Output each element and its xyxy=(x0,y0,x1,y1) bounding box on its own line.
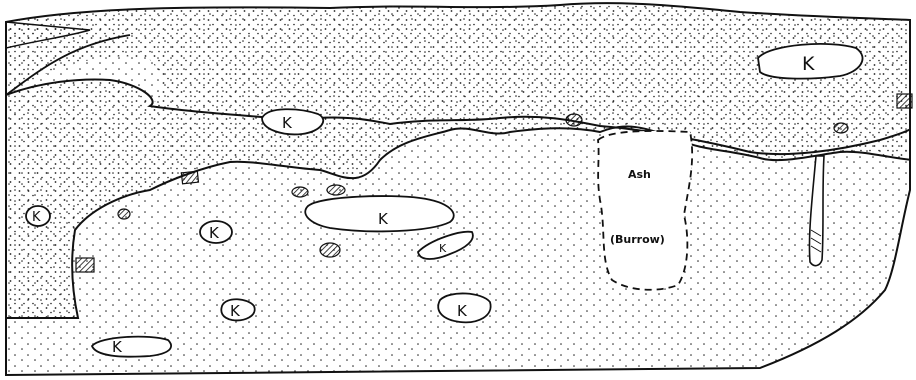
root-channel xyxy=(808,155,825,267)
aggregate-1 xyxy=(180,170,200,185)
top-left-boundary xyxy=(6,34,131,96)
aggregate-5 xyxy=(319,242,341,258)
aggregate-3 xyxy=(291,186,309,198)
k-label-4: K xyxy=(209,224,220,242)
top-left-wedge xyxy=(6,21,91,49)
k-label-9: K xyxy=(112,338,123,356)
aggregate-2 xyxy=(117,208,131,220)
aggregate-4 xyxy=(326,184,346,196)
upper-horizon xyxy=(6,3,910,155)
burrow-label: (Burrow) xyxy=(610,233,665,246)
k-label-3: K xyxy=(378,210,389,228)
k-nodule-4: K xyxy=(199,220,233,244)
k-nodule-7: K xyxy=(220,298,256,322)
k-nodule-9: K xyxy=(90,335,172,358)
k-label-5: K xyxy=(439,242,447,255)
k-label-1: K xyxy=(802,53,815,75)
k-nodule-6: K xyxy=(25,205,51,227)
k-nodule-5: K xyxy=(417,230,474,260)
k-label-6: K xyxy=(32,210,41,225)
ash-label: Ash xyxy=(628,168,651,181)
k-nodule-2: K xyxy=(261,108,324,136)
aggregate-7 xyxy=(565,113,583,127)
ash-burrow: Ash (Burrow) xyxy=(597,130,694,291)
k-label-8: K xyxy=(457,302,468,320)
k-nodule-1: K xyxy=(757,43,864,80)
aggregate-9 xyxy=(896,93,913,109)
k-nodule-8: K xyxy=(437,292,492,324)
k-nodule-3: K xyxy=(304,195,455,233)
k-label-2: K xyxy=(282,114,293,132)
k-label-7: K xyxy=(230,302,241,320)
aggregates xyxy=(75,93,913,273)
aggregate-8 xyxy=(833,122,849,134)
aggregate-6 xyxy=(75,257,95,273)
